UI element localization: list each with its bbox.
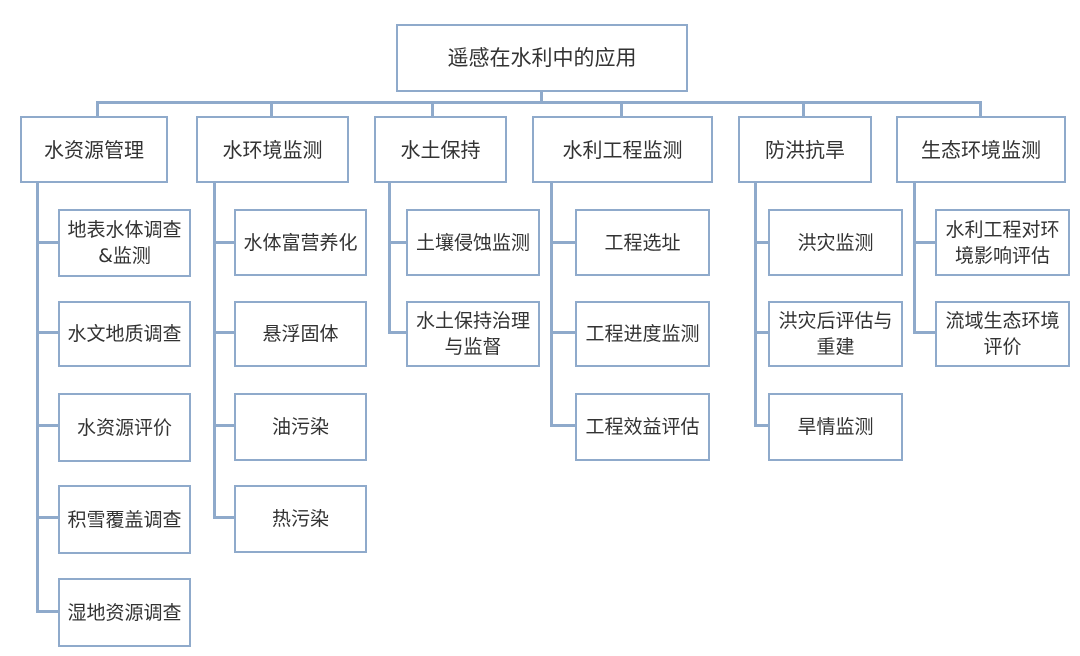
category-node-ecology: 生态环境监测 (896, 116, 1066, 183)
leaf-node: 湿地资源调查 (58, 578, 191, 647)
category-node-water-environment: 水环境监测 (196, 116, 349, 183)
connector (96, 101, 99, 118)
leaf-node: 热污染 (234, 485, 367, 553)
connector (550, 182, 553, 427)
connector (550, 331, 576, 334)
leaf-node: 悬浮固体 (234, 301, 367, 367)
connector (388, 331, 408, 334)
leaf-node: 水资源评价 (58, 393, 191, 462)
root-node: 遥感在水利中的应用 (396, 24, 688, 92)
connector (913, 182, 916, 334)
connector (388, 182, 391, 334)
leaf-node: 水文地质调查 (58, 301, 191, 367)
connector (213, 516, 236, 519)
connector (431, 101, 434, 118)
connector (36, 424, 60, 427)
connector (36, 241, 60, 244)
category-node-soil-water: 水土保持 (374, 116, 507, 183)
connector (550, 424, 576, 427)
leaf-node: 洪灾后评估与重建 (768, 301, 903, 367)
connector (270, 101, 273, 118)
connector (620, 101, 623, 118)
connector (213, 241, 236, 244)
connector (802, 101, 805, 118)
category-node-water-resources: 水资源管理 (20, 116, 168, 183)
leaf-node: 工程效益评估 (575, 393, 710, 461)
connector (754, 241, 770, 244)
connector (36, 182, 39, 612)
connector (213, 182, 216, 519)
connector (979, 101, 982, 118)
leaf-node: 水体富营养化 (234, 209, 367, 276)
connector (754, 424, 770, 427)
leaf-node: 流域生态环境评价 (935, 301, 1070, 367)
category-node-hydraulic-engineering: 水利工程监测 (532, 116, 713, 183)
leaf-node: 水土保持治理与监督 (406, 301, 540, 367)
leaf-node: 洪灾监测 (768, 209, 903, 276)
leaf-node: 土壤侵蚀监测 (406, 209, 540, 276)
connector (213, 424, 236, 427)
connector (36, 610, 60, 613)
leaf-node: 水利工程对环境影响评估 (935, 209, 1070, 276)
leaf-node: 油污染 (234, 393, 367, 461)
leaf-node: 工程进度监测 (575, 301, 710, 367)
connector (36, 331, 60, 334)
leaf-node: 积雪覆盖调查 (58, 485, 191, 554)
leaf-node: 旱情监测 (768, 393, 903, 461)
category-node-flood-drought: 防洪抗旱 (738, 116, 872, 183)
leaf-node: 地表水体调查&监测 (58, 209, 191, 277)
leaf-node: 工程选址 (575, 209, 710, 276)
connector (388, 241, 408, 244)
connector (754, 182, 757, 427)
connector (213, 331, 236, 334)
connector (540, 90, 543, 104)
connector (550, 241, 576, 244)
connector (913, 241, 937, 244)
connector (754, 331, 770, 334)
connector (36, 516, 60, 519)
connector (913, 331, 937, 334)
connector (96, 101, 981, 104)
